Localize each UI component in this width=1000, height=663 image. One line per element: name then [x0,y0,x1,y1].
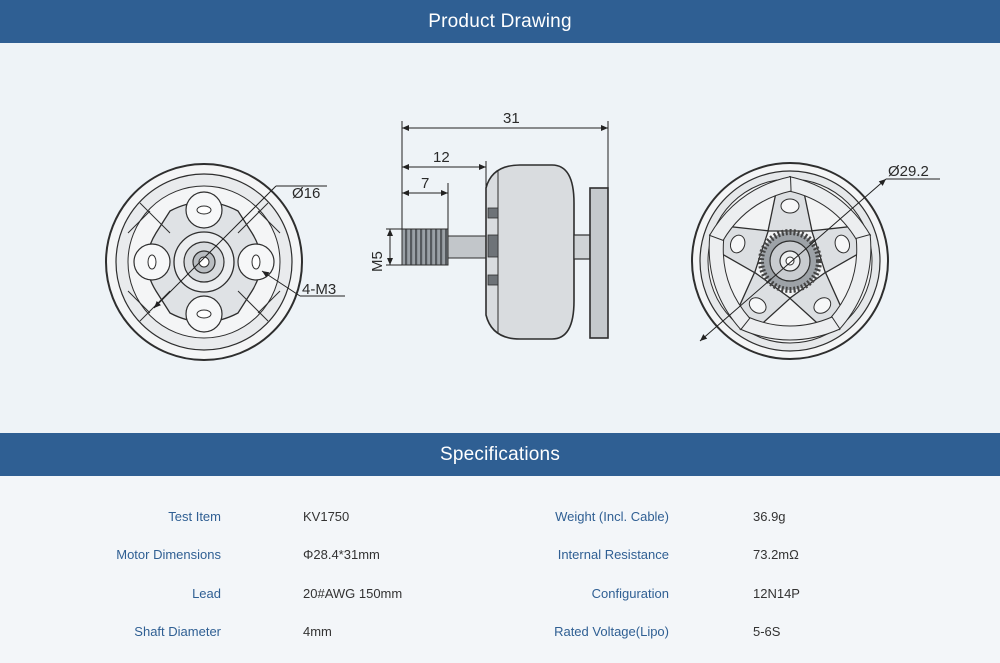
side-view [386,121,609,340]
shaft-thread-label: M5 [369,251,386,272]
spec-value: KV1750 [303,509,350,524]
spec-row: Motor Dimensions Φ28.4*31mm Internal Res… [0,543,1000,567]
spec-value: 20#AWG 150mm [303,586,403,601]
front-diameter-label: Ø16 [292,185,320,202]
spec-value: 12N14P [753,586,800,601]
product-drawing-banner: Product Drawing [0,0,1000,43]
spec-value: 73.2mΩ [753,547,799,562]
spec-label: Configuration [591,586,669,601]
spec-value: 36.9g [753,509,786,524]
spec-row: Lead 20#AWG 150mm Configuration 12N14P [0,582,1000,606]
spec-value: 4mm [303,624,332,639]
shaft-length-label: 12 [433,149,450,166]
front-thread-label: 4-M3 [302,281,336,298]
total-length-label: 31 [503,110,520,127]
spec-label: Shaft Diameter [134,624,221,639]
product-drawing-title: Product Drawing [428,10,572,32]
product-drawing: Ø16 4-M3 [0,43,1000,433]
spec-label: Weight (Incl. Cable) [555,509,669,524]
spec-label: Rated Voltage(Lipo) [554,624,669,639]
spec-label: Test Item [168,509,221,524]
specifications-banner: Specifications [0,433,1000,476]
spec-label: Internal Resistance [557,547,669,562]
rear-diameter-label: Ø29.2 [888,163,929,180]
thread-length-label: 7 [421,175,429,192]
motor-technical-drawing: Ø16 4-M3 [105,110,940,361]
specifications-title: Specifications [439,443,561,465]
spec-row: Shaft Diameter 4mm Rated Voltage(Lipo) 5… [0,620,1000,644]
spec-value: Φ28.4*31mm [303,547,380,562]
specifications-table: Test Item KV1750 Weight (Incl. Cable) 36… [0,476,1000,663]
front-view [105,163,345,361]
spec-label: Lead [192,586,221,601]
spec-value: 5-6S [753,624,781,639]
spec-row: Test Item KV1750 Weight (Incl. Cable) 36… [0,505,1000,529]
spec-label: Motor Dimensions [116,547,221,562]
rear-view [691,162,940,360]
